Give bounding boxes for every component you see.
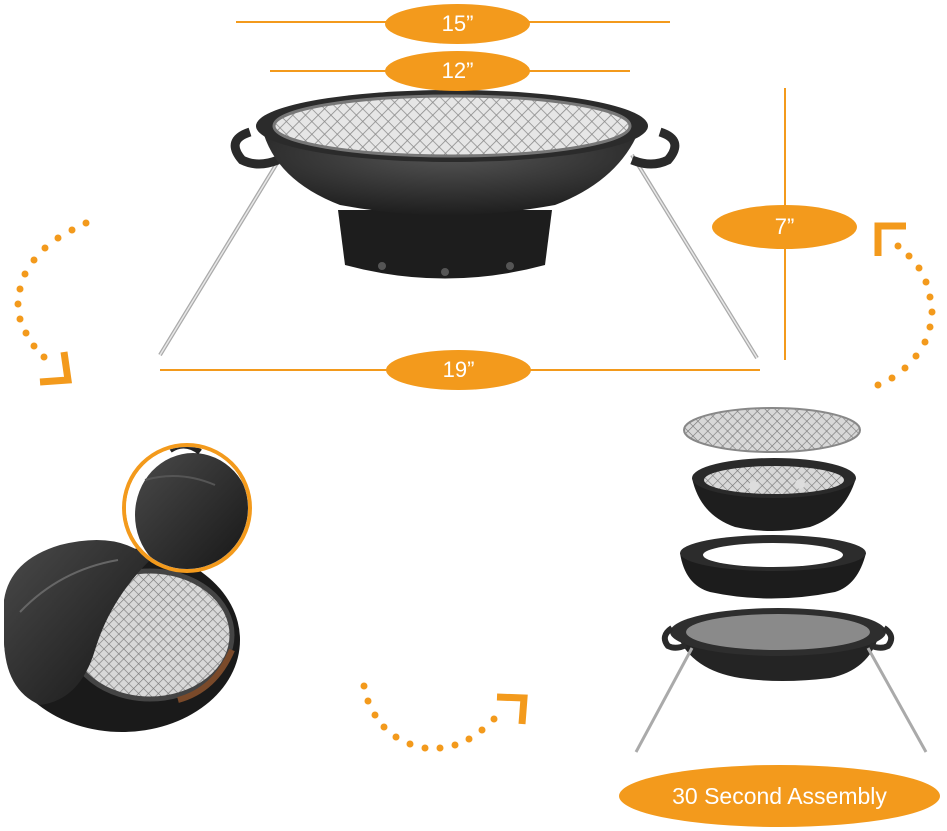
bag-inset	[122, 443, 252, 573]
carry-bag	[4, 540, 240, 732]
dimension-label-height: 7”	[712, 205, 857, 249]
dotted-arrow-bottom	[360, 682, 528, 752]
dotted-arrow-left	[14, 219, 90, 386]
dimension-label-top-width: 15”	[385, 4, 530, 44]
exploded-parts	[634, 407, 928, 753]
assembly-label: 30 Second Assembly	[619, 765, 940, 827]
main-grill	[158, 90, 759, 360]
dotted-arrow-right	[874, 222, 936, 389]
dimension-label-grill-width: 12”	[385, 51, 530, 91]
dimension-label-leg-span: 19”	[386, 350, 531, 390]
